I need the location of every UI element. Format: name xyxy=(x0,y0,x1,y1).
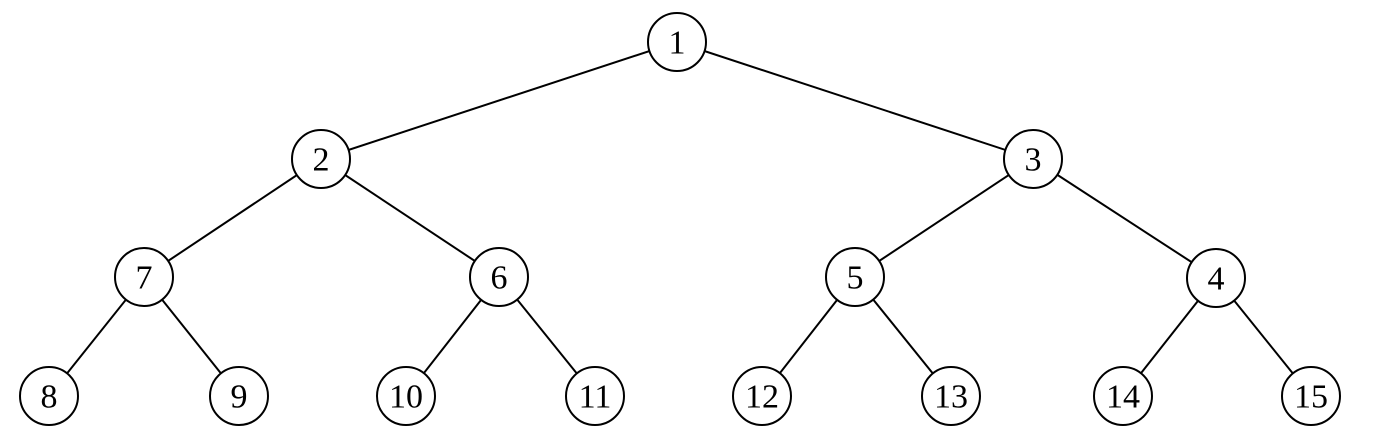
node-label: 11 xyxy=(579,379,612,416)
node-circle xyxy=(19,366,79,426)
node-circle xyxy=(1003,129,1063,189)
tree-edge xyxy=(320,158,500,278)
tree-edge xyxy=(676,41,1034,160)
node-circle xyxy=(1281,366,1341,426)
tree-edge xyxy=(320,41,678,160)
tree-node: 3 xyxy=(1003,129,1063,189)
node-label: 2 xyxy=(313,142,330,179)
tree-node: 1 xyxy=(647,12,707,72)
node-circle xyxy=(647,12,707,72)
node-label: 5 xyxy=(847,260,864,297)
tree-node: 4 xyxy=(1186,248,1246,308)
node-label: 13 xyxy=(934,379,968,416)
tree-node: 11 xyxy=(565,366,625,426)
node-circle xyxy=(921,366,981,426)
tree-edge xyxy=(143,158,322,278)
node-label: 15 xyxy=(1294,379,1328,416)
node-label: 9 xyxy=(231,379,248,416)
node-circle xyxy=(565,366,625,426)
tree-node: 13 xyxy=(921,366,981,426)
node-circle xyxy=(376,366,436,426)
tree-node: 6 xyxy=(469,247,529,307)
tree-node: 5 xyxy=(825,247,885,307)
node-label: 3 xyxy=(1025,142,1042,179)
node-label: 1 xyxy=(669,25,686,62)
tree-edge xyxy=(854,158,1034,278)
node-circle xyxy=(825,247,885,307)
node-circle xyxy=(1186,248,1246,308)
node-circle xyxy=(469,247,529,307)
node-label: 7 xyxy=(136,260,153,297)
node-circle xyxy=(1093,366,1153,426)
node-circle xyxy=(291,129,351,189)
tree-edge xyxy=(1032,158,1217,279)
node-circle xyxy=(209,366,269,426)
node-label: 12 xyxy=(745,379,779,416)
node-label: 4 xyxy=(1208,261,1225,298)
node-circle xyxy=(114,247,174,307)
tree-node: 2 xyxy=(291,129,351,189)
tree-node: 9 xyxy=(209,366,269,426)
tree-node: 10 xyxy=(376,366,436,426)
tree-node: 14 xyxy=(1093,366,1153,426)
node-label: 6 xyxy=(491,260,508,297)
node-label: 8 xyxy=(41,379,58,416)
node-label: 10 xyxy=(389,379,423,416)
tree-node: 15 xyxy=(1281,366,1341,426)
node-circle xyxy=(732,366,792,426)
tree-node: 8 xyxy=(19,366,79,426)
node-label: 14 xyxy=(1106,379,1140,416)
tree-node: 7 xyxy=(114,247,174,307)
tree-node: 12 xyxy=(732,366,792,426)
tree-edges xyxy=(48,41,1312,397)
